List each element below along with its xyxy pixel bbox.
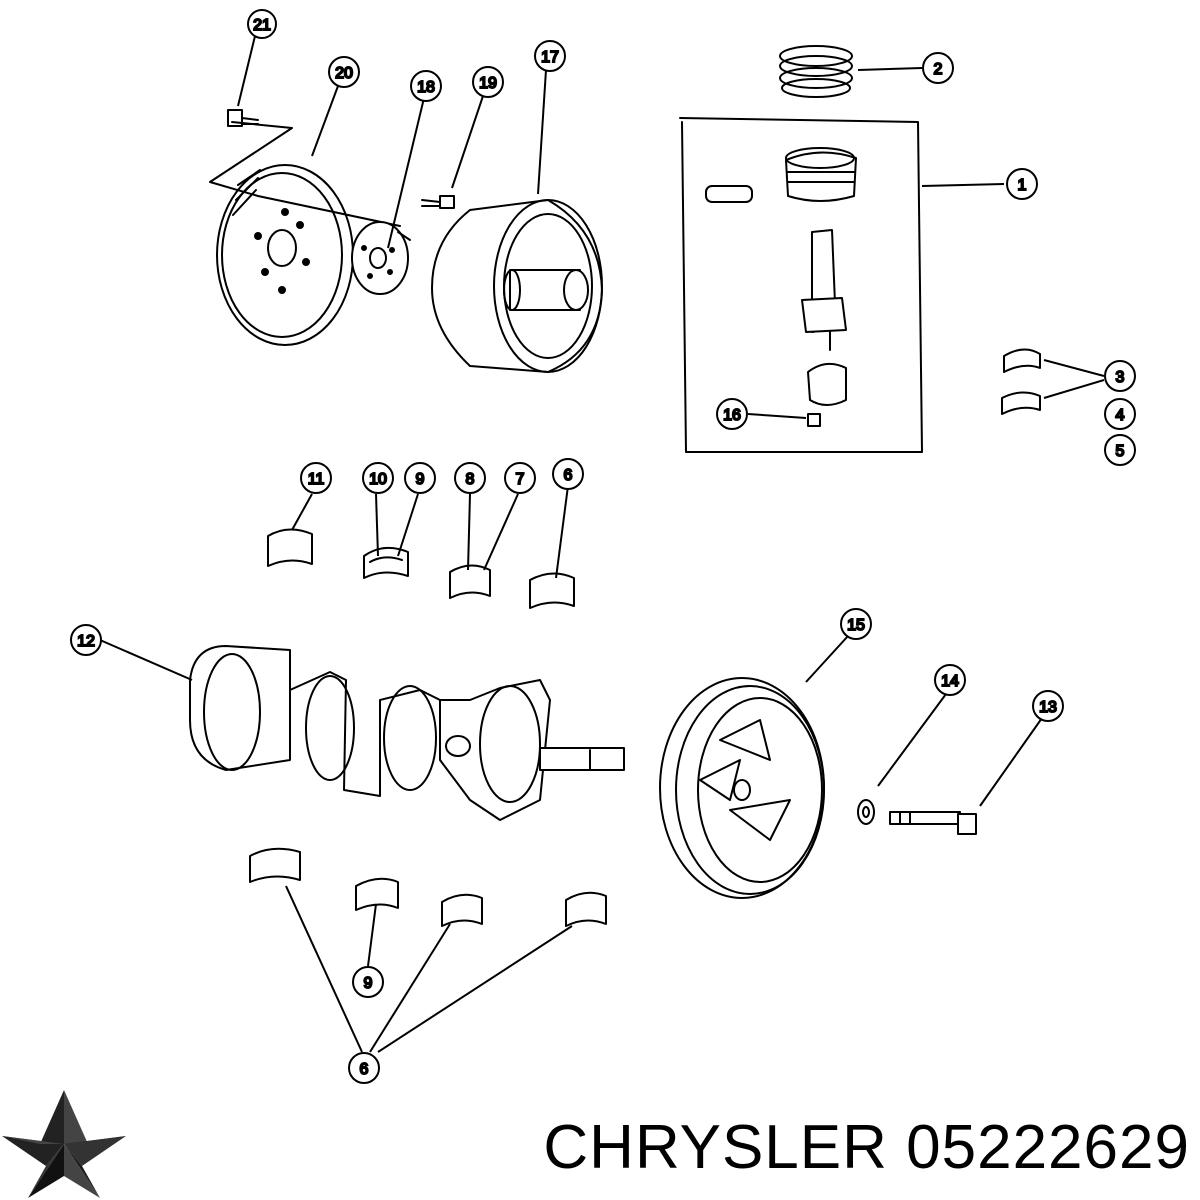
leader-lines xyxy=(99,35,1105,1053)
svg-text:16: 16 xyxy=(723,407,741,424)
callout-2: 2 xyxy=(922,52,954,84)
svg-text:1: 1 xyxy=(1018,177,1027,194)
callout-16: 16 xyxy=(716,398,748,430)
callout-12: 12 xyxy=(70,624,102,656)
torque-converter-part-17 xyxy=(431,199,603,373)
main-bearing-lower-part-6a xyxy=(249,847,301,883)
svg-text:15: 15 xyxy=(847,617,865,634)
callout-10: 10 xyxy=(362,462,394,494)
svg-text:12: 12 xyxy=(77,633,95,650)
svg-text:6: 6 xyxy=(360,1061,369,1078)
svg-text:17: 17 xyxy=(541,49,559,66)
bolt-part-19 xyxy=(421,195,455,209)
svg-text:3: 3 xyxy=(1116,369,1125,386)
callout-6-upper: 6 xyxy=(552,458,584,490)
callout-1: 1 xyxy=(1006,168,1038,200)
piston-assembly-part-1 xyxy=(679,117,923,453)
callout-9-upper: 9 xyxy=(404,462,436,494)
svg-text:9: 9 xyxy=(364,975,373,992)
callout-14: 14 xyxy=(934,664,966,696)
svg-text:10: 10 xyxy=(369,471,387,488)
svg-text:11: 11 xyxy=(308,471,325,488)
washer-part-14 xyxy=(857,799,875,825)
svg-text:5: 5 xyxy=(1116,443,1125,460)
svg-text:4: 4 xyxy=(1116,407,1125,424)
callout-21: 21 xyxy=(247,9,277,39)
callout-13: 13 xyxy=(1032,690,1064,722)
piston-rings-part-2 xyxy=(779,45,853,98)
svg-text:8: 8 xyxy=(466,471,475,488)
main-bearing-part-6 xyxy=(529,572,575,609)
callout-19: 19 xyxy=(472,66,504,98)
rod-bearing-set-part-3 xyxy=(1001,348,1041,415)
crankshaft-part-12 xyxy=(189,645,625,821)
flywheel-part-20 xyxy=(209,121,401,346)
svg-text:7: 7 xyxy=(516,471,525,488)
callout-17: 17 xyxy=(534,40,566,72)
callout-5: 5 xyxy=(1104,434,1136,466)
svg-text:18: 18 xyxy=(417,79,435,96)
damper-pulley-part-15 xyxy=(659,677,825,899)
main-bearing-lower-part-6b xyxy=(441,893,483,927)
callout-7: 7 xyxy=(504,462,536,494)
brand-part-number-caption: CHRYSLER 05222629 xyxy=(543,1113,1190,1182)
thrust-bearing-lower-part-9 xyxy=(355,877,399,911)
pentastar-logo-icon xyxy=(2,1090,126,1198)
adapter-plate-part-18 xyxy=(351,221,411,295)
svg-text:21: 21 xyxy=(253,17,271,34)
callout-18: 18 xyxy=(410,70,442,102)
callout-6-lower: 6 xyxy=(348,1052,380,1084)
callout-9-lower: 9 xyxy=(352,966,384,998)
callout-3: 3 xyxy=(1104,360,1136,392)
svg-text:2: 2 xyxy=(934,61,943,78)
main-bearing-lower-part-6c xyxy=(565,891,607,927)
main-bearing-part-8 xyxy=(449,564,491,599)
svg-text:13: 13 xyxy=(1039,699,1057,716)
callout-11: 11 xyxy=(300,462,332,494)
callout-20: 20 xyxy=(328,56,360,88)
callout-15: 15 xyxy=(840,608,872,640)
callout-4: 4 xyxy=(1104,398,1136,430)
svg-text:9: 9 xyxy=(416,471,425,488)
svg-text:14: 14 xyxy=(941,673,959,690)
svg-text:20: 20 xyxy=(335,65,353,82)
svg-text:6: 6 xyxy=(564,467,573,484)
main-bearing-part-11 xyxy=(267,528,313,567)
damper-bolt-part-13 xyxy=(889,811,977,835)
callout-8: 8 xyxy=(454,462,486,494)
thrust-bearing-part-10 xyxy=(363,546,409,579)
svg-text:19: 19 xyxy=(479,75,497,92)
